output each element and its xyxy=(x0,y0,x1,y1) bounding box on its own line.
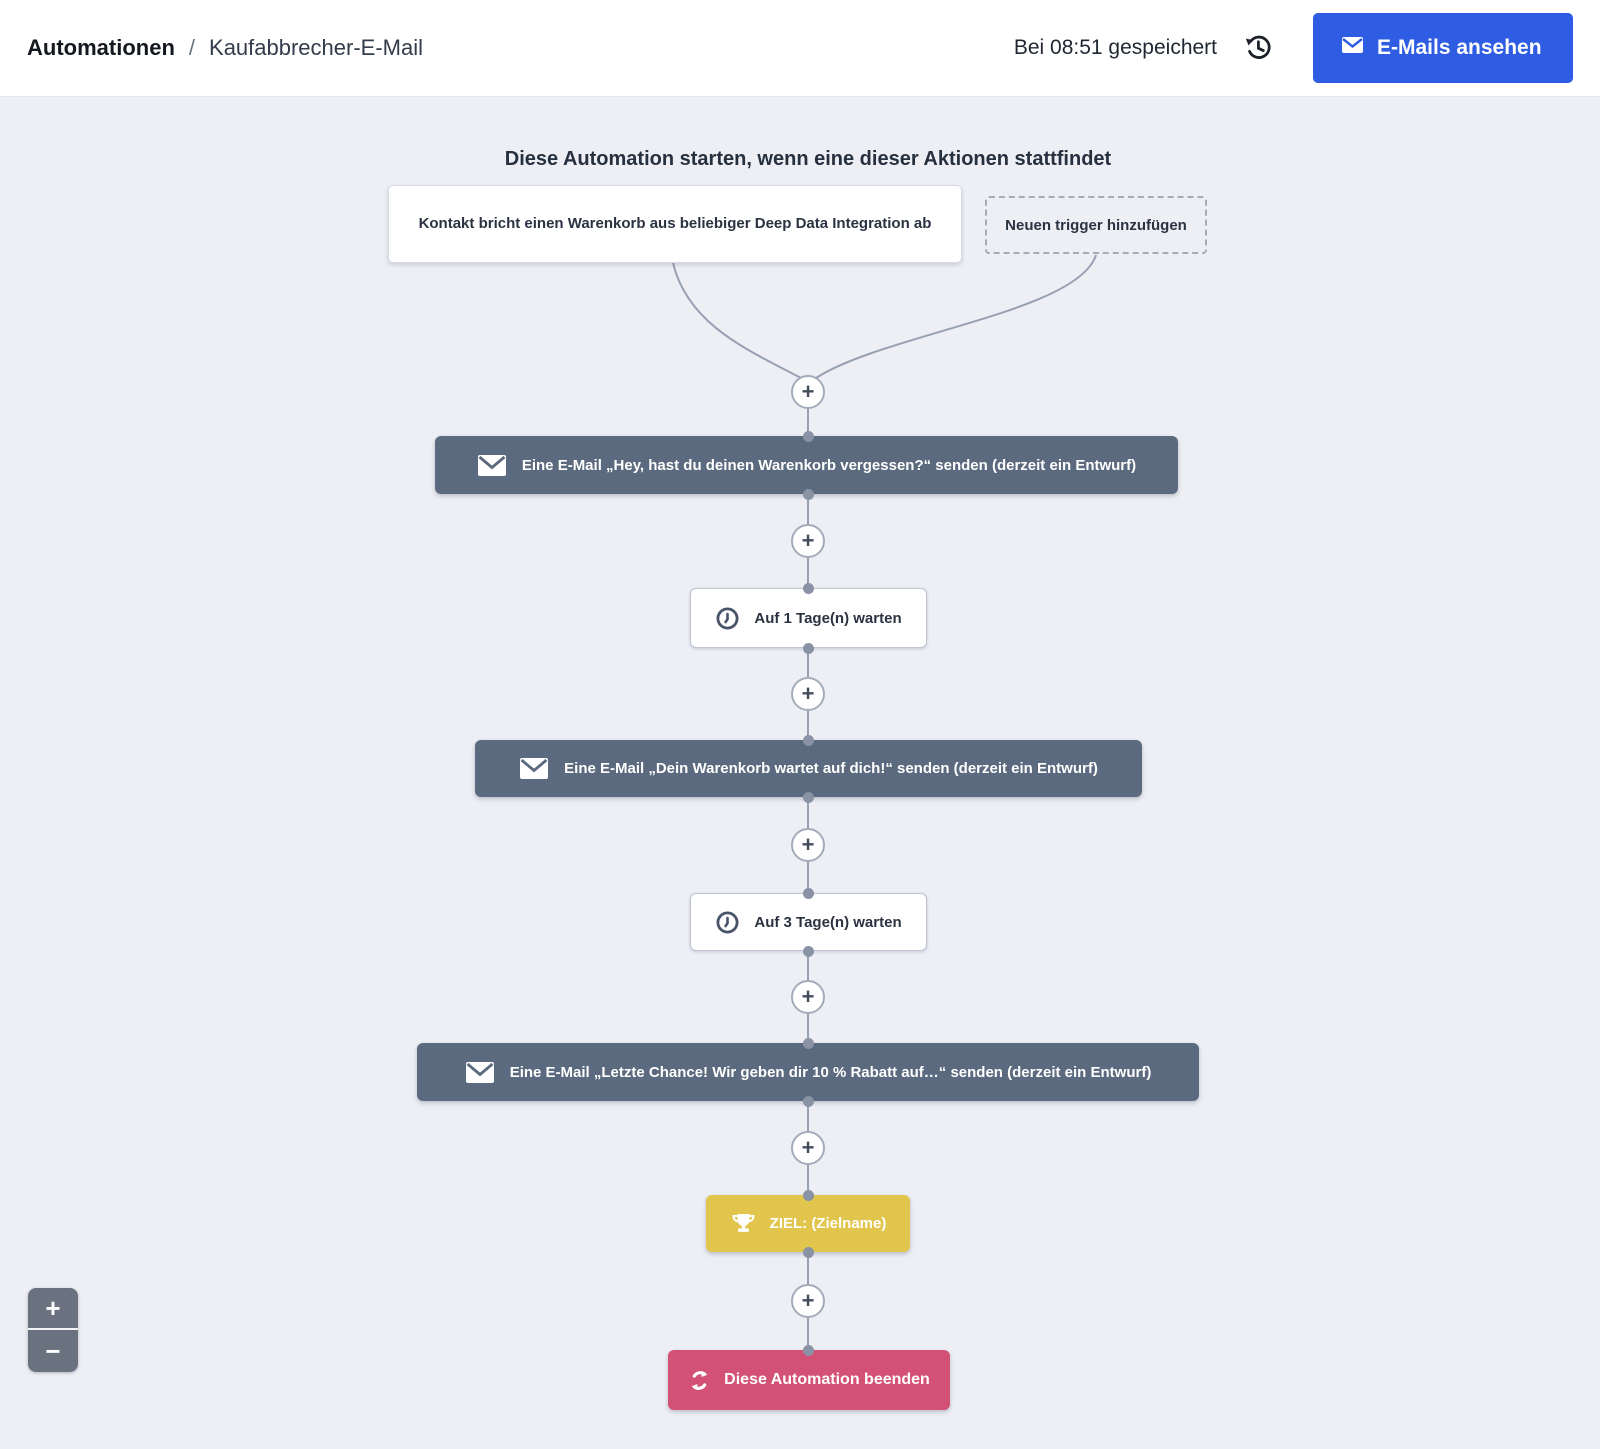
add-action-button[interactable]: + xyxy=(791,980,825,1014)
email-node-3[interactable]: Eine E-Mail „Letzte Chance! Wir geben di… xyxy=(417,1043,1199,1101)
trigger-connector-line xyxy=(672,262,802,379)
view-emails-button[interactable]: E-Mails ansehen xyxy=(1313,13,1573,83)
zoom-controls: + − xyxy=(28,1288,78,1372)
add-action-button[interactable]: + xyxy=(791,524,825,558)
goal-node[interactable]: ZIEL: (Zielname) xyxy=(706,1195,910,1252)
add-action-button[interactable]: + xyxy=(791,1284,825,1318)
node-label: Eine E-Mail „Letzte Chance! Wir geben di… xyxy=(509,1063,1152,1081)
zoom-out-icon: − xyxy=(45,1335,61,1366)
breadcrumb-separator: / xyxy=(188,35,196,60)
email-node-1[interactable]: Eine E-Mail „Hey, hast du deinen Warenko… xyxy=(435,436,1178,494)
end-automation-node[interactable]: Diese Automation beenden xyxy=(668,1350,950,1410)
node-label: ZIEL: (Zielname) xyxy=(769,1215,887,1232)
node-label: Eine E-Mail „Hey, hast du deinen Warenko… xyxy=(521,456,1137,474)
top-bar: Automationen / Kaufabbrecher-E-Mail Bei … xyxy=(0,0,1600,97)
start-condition-title: Diese Automation starten, wenn eine dies… xyxy=(504,148,1112,170)
add-action-button[interactable]: + xyxy=(791,375,825,409)
breadcrumb-automations-link[interactable]: Automationen xyxy=(27,35,175,60)
node-label: Auf 1 Tage(n) warten xyxy=(754,609,902,627)
header-actions: Bei 08:51 gespeichert E-Mail xyxy=(1014,13,1573,83)
node-label: Diese Automation beenden xyxy=(724,1371,930,1388)
envelope-icon xyxy=(1341,36,1364,60)
node-label: Auf 3 Tage(n) warten xyxy=(754,913,902,931)
add-action-button[interactable]: + xyxy=(791,1131,825,1165)
email-node-2[interactable]: Eine E-Mail „Dein Warenkorb wartet auf d… xyxy=(475,740,1142,797)
trophy-icon xyxy=(730,1212,757,1235)
envelope-icon xyxy=(477,454,507,477)
envelope-icon xyxy=(519,757,549,780)
clock-icon xyxy=(715,606,740,631)
zoom-in-button[interactable]: + xyxy=(28,1288,78,1330)
zoom-out-button[interactable]: − xyxy=(28,1330,78,1372)
node-label: Eine E-Mail „Dein Warenkorb wartet auf d… xyxy=(564,760,1098,777)
saved-status: Bei 08:51 gespeichert xyxy=(1013,36,1217,59)
add-action-button[interactable]: + xyxy=(791,677,825,711)
add-action-button[interactable]: + xyxy=(791,828,825,862)
wait-node-2[interactable]: Auf 3 Tage(n) warten xyxy=(690,893,927,951)
zoom-in-icon: + xyxy=(45,1292,61,1323)
automation-title: Kaufabbrecher-E-Mail xyxy=(209,35,423,60)
clock-icon xyxy=(715,910,740,935)
add-trigger-connector-line xyxy=(815,254,1097,379)
restart-arrows-icon xyxy=(688,1369,711,1392)
wait-node-1[interactable]: Auf 1 Tage(n) warten xyxy=(690,588,927,648)
view-emails-label: E-Mails ansehen xyxy=(1377,36,1542,59)
envelope-icon xyxy=(465,1061,495,1084)
add-trigger-button[interactable]: Neuen trigger hinzufügen xyxy=(985,196,1207,254)
breadcrumb: Automationen / Kaufabbrecher-E-Mail xyxy=(27,35,423,61)
history-icon[interactable] xyxy=(1241,31,1275,65)
trigger-node[interactable]: Kontakt bricht einen Warenkorb aus belie… xyxy=(388,185,962,263)
